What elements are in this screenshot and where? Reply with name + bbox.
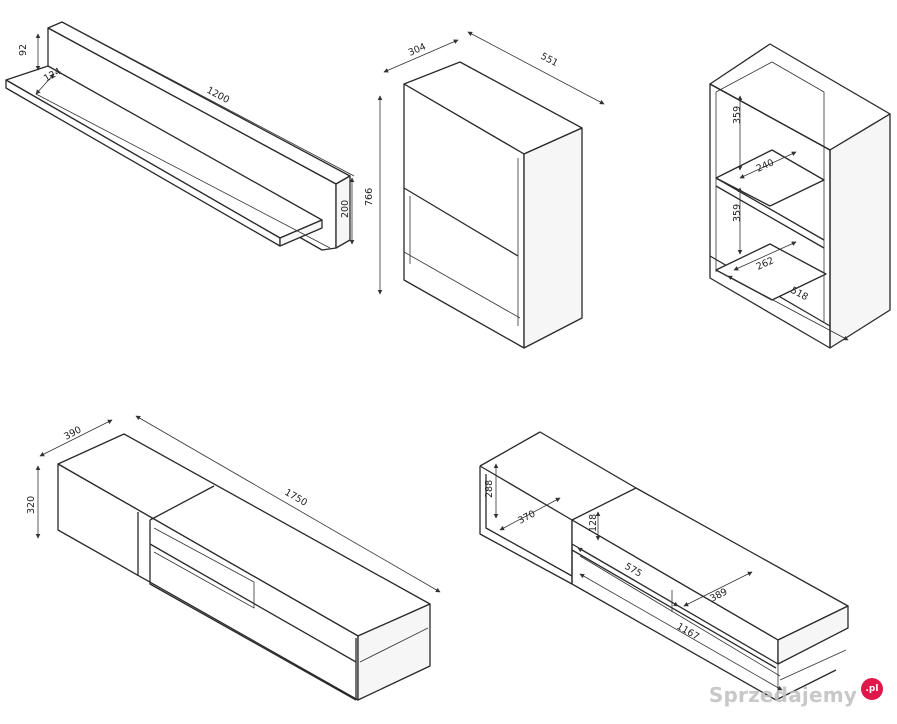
watermark-text: Sprzedajemy [708,683,857,707]
cabinet-plinth-line [403,251,521,319]
bookcase-middle-shelf-front-2 [715,185,825,249]
dim-label-1167: 1167 [675,621,701,643]
dim-label-359-bottom: 359 [732,204,743,222]
dim-line-390 [39,419,113,457]
dim-line-262 [733,241,797,271]
dim-label-304: 304 [407,41,428,58]
dim-line-518 [727,275,849,341]
bookcase-drawing: 359 359 240 262 518 [709,43,891,349]
dim-line-124 [35,73,55,95]
dim-label-320: 320 [26,496,37,514]
cabinet-door-split [403,187,519,257]
dim-line-551 [467,31,605,105]
bookcase-front-frame [709,83,831,349]
dim-label-92: 92 [18,44,29,56]
dim-label-518: 518 [789,285,810,303]
bookcase-middle-shelf-front [715,177,825,241]
dim-line-1200 [65,23,355,177]
tv-closed-side-split [359,627,429,663]
tv-closed-side [357,603,431,701]
dim-label-1750: 1750 [283,487,309,509]
tv-stand-open-drawing: 288 370 128 575 389 1167 [479,431,849,701]
tv-open-side-split [779,649,847,681]
dim-label-128: 128 [588,514,599,532]
wall-shelf-drawing: 92 124 1200 200 [5,21,355,251]
tv-open-left-frame [479,466,573,585]
dim-label-551: 551 [539,51,560,69]
bookcase-side [829,113,891,349]
dim-line-304 [383,39,459,73]
dim-label-370: 370 [516,508,537,526]
dim-label-288: 288 [484,480,495,498]
dim-line-1167 [579,573,783,691]
bookcase-inner-back [715,61,825,322]
dim-label-200: 200 [340,200,351,218]
tv-open-top-back [479,431,637,489]
cabinet-side [523,127,583,349]
dim-line-370 [499,497,561,531]
shelf-inner-line [35,93,331,249]
cabinet-drawing: 766 304 551 [364,31,605,349]
dim-label-766: 766 [364,188,375,206]
dim-line-1750 [135,415,441,593]
dim-line-240 [739,151,797,179]
tv-open-left-inner [485,474,573,577]
tv-stand-closed-drawing: 390 320 1750 [26,415,441,701]
dim-label-359-top: 359 [732,106,743,124]
watermark-badge-icon: .pl [861,678,883,700]
sprzedajemy-watermark: Sprzedajemy .pl [709,678,883,712]
